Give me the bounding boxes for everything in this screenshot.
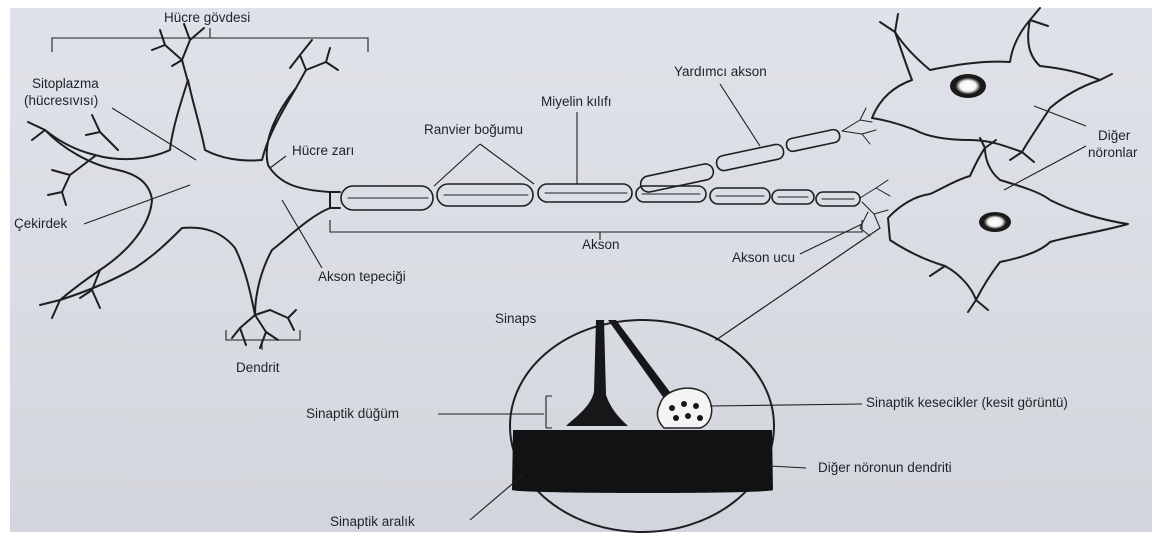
dendrite-left xyxy=(28,115,118,205)
synaptic-knob-leader xyxy=(438,396,552,428)
label-other-neurons-2: nöronlar xyxy=(1088,145,1138,161)
axon-terminals-top xyxy=(842,108,876,144)
label-synaptic-vesicles: Sinaptik kesecikler (kesit görüntü) xyxy=(866,395,1068,411)
other-neuron-top-nucleus xyxy=(950,74,986,98)
label-axon-hillock: Akson tepeciği xyxy=(318,269,406,285)
presynaptic-terminal xyxy=(566,320,628,426)
label-other-dendrite: Diğer nöronun dendriti xyxy=(818,460,952,476)
label-dendrite: Dendrit xyxy=(236,360,280,376)
dendrite-bottom xyxy=(232,310,296,348)
collateral-terminal xyxy=(608,320,676,404)
label-ranvier: Ranvier boğumu xyxy=(424,122,523,138)
other-neurons-leader xyxy=(1004,106,1086,190)
postsynaptic-dendrite xyxy=(512,430,773,493)
axon-hillock-leader xyxy=(282,200,322,268)
vesicles-leader xyxy=(710,404,862,406)
label-cell-membrane: Hücre zarı xyxy=(292,143,354,159)
dendrite-top-right xyxy=(290,40,338,88)
dendrite-top xyxy=(152,24,204,82)
collateral-leader xyxy=(720,84,760,146)
label-myelin: Miyelin kılıfı xyxy=(541,94,612,110)
other-neuron-top-dendrites xyxy=(880,8,1112,162)
label-other-neurons-1: Diğer xyxy=(1098,128,1130,144)
collateral-axon xyxy=(639,129,841,194)
synapse-pointer xyxy=(716,228,880,340)
label-nucleus: Çekirdek xyxy=(14,216,67,232)
ranvier-leader xyxy=(434,144,534,186)
membrane-leader xyxy=(270,156,286,168)
synaptic-cleft-leader xyxy=(470,474,524,520)
label-collateral: Yardımcı akson xyxy=(674,64,767,80)
axon-terminals-main xyxy=(860,180,890,236)
label-synaptic-knob: Sinaptik düğüm xyxy=(306,406,399,422)
axon-core xyxy=(330,192,340,208)
cell-body-bracket xyxy=(52,28,368,52)
label-axon-terminal: Akson ucu xyxy=(732,250,795,266)
label-cell-body: Hücre gövdesi xyxy=(164,10,250,26)
label-cytoplasm-1: Sitoplazma xyxy=(32,76,99,92)
other-neuron-bottom-nucleus xyxy=(979,212,1011,232)
label-cytoplasm-2: (hücresıvısı) xyxy=(24,93,98,109)
synapse-interior xyxy=(512,320,773,493)
synapse-circle xyxy=(510,320,774,532)
axon-terminal-leader xyxy=(800,224,862,254)
other-dendrite-leader xyxy=(770,466,806,468)
cell-body-outline xyxy=(45,80,330,315)
cytoplasm-leader xyxy=(112,108,196,160)
label-synaptic-cleft: Sinaptik aralık xyxy=(330,514,415,530)
label-synapse: Sinaps xyxy=(495,311,536,327)
nucleus-leader xyxy=(84,185,190,224)
label-axon: Akson xyxy=(582,237,620,253)
myelin-inner-lines xyxy=(348,193,854,199)
